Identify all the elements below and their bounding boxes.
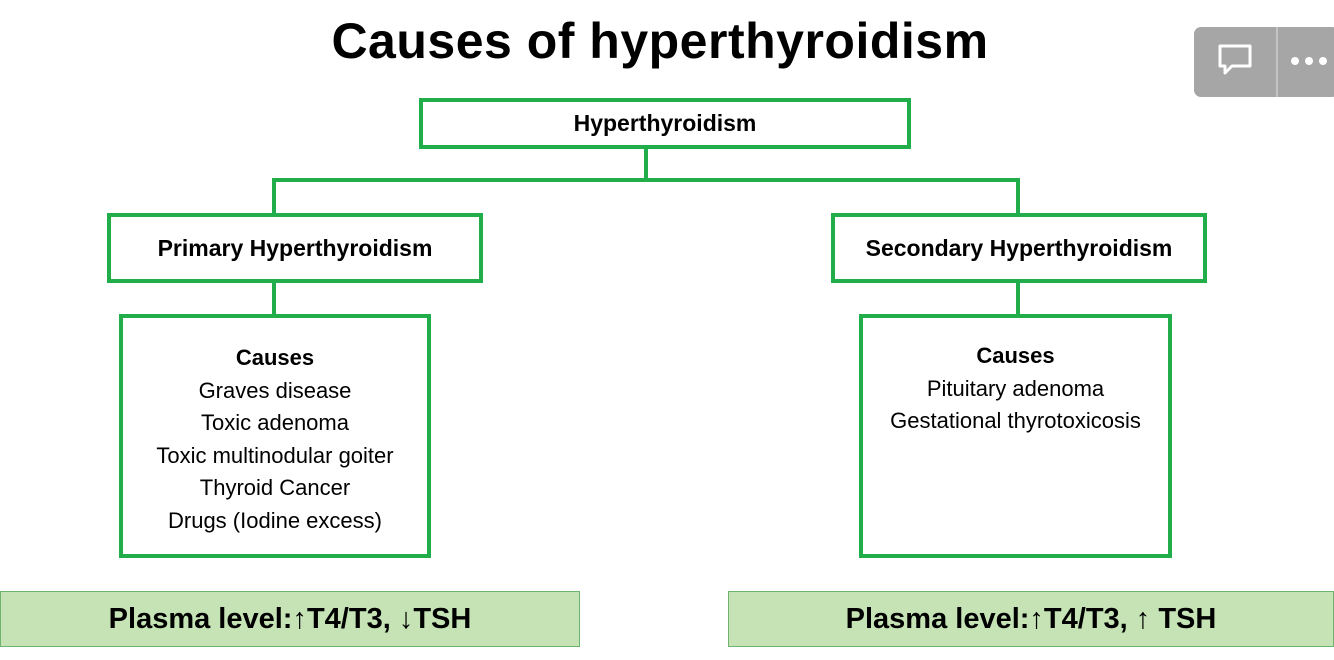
page-title: Causes of hyperthyroidism xyxy=(331,13,989,69)
secondary-node: Secondary Hyperthyroidism xyxy=(831,213,1207,283)
secondary-cause-item: Gestational thyrotoxicosis xyxy=(890,408,1141,433)
secondary-causes-heading: Causes xyxy=(976,343,1055,368)
slide-toolbar xyxy=(1194,27,1334,97)
connector-secondary-causes xyxy=(1016,280,1020,316)
root-node-label: Hyperthyroidism xyxy=(573,110,757,136)
connector-primary-causes xyxy=(272,280,276,316)
connector-to-primary xyxy=(272,178,276,216)
primary-cause-item: Thyroid Cancer xyxy=(199,475,351,500)
primary-cause-item: Graves disease xyxy=(198,377,352,403)
connector-root-down xyxy=(644,146,648,182)
root-node: Hyperthyroidism xyxy=(419,98,911,149)
connector-to-secondary xyxy=(1016,178,1020,216)
primary-causes-heading: Causes xyxy=(235,345,315,370)
secondary-cause-item: Pituitary adenoma xyxy=(926,375,1105,401)
primary-plasma-label: Plasma level:↑T4/T3, ↓TSH xyxy=(108,602,472,635)
more-options-icon xyxy=(1290,53,1334,71)
comment-icon xyxy=(1216,42,1254,83)
primary-cause-item: Toxic multinodular goiter xyxy=(156,442,394,468)
secondary-plasma-label: Plasma level:↑T4/T3, ↑ TSH xyxy=(845,602,1217,635)
primary-node: Primary Hyperthyroidism xyxy=(107,213,483,283)
secondary-causes-box: Causes Pituitary adenoma Gestational thy… xyxy=(859,314,1172,558)
primary-node-label: Primary Hyperthyroidism xyxy=(157,234,433,261)
secondary-node-label: Secondary Hyperthyroidism xyxy=(865,234,1173,261)
primary-cause-item: Toxic adenoma xyxy=(201,410,349,435)
primary-cause-item: Drugs (Iodine excess) xyxy=(168,507,382,533)
secondary-plasma-level: Plasma level:↑T4/T3, ↑ TSH xyxy=(728,591,1334,647)
primary-plasma-level: Plasma level:↑T4/T3, ↓TSH xyxy=(0,591,580,647)
toolbar-divider xyxy=(1276,27,1278,97)
comment-button[interactable] xyxy=(1194,27,1276,97)
more-options-button[interactable] xyxy=(1278,27,1334,97)
primary-causes-box: Causes Graves disease Toxic adenoma Toxi… xyxy=(119,314,431,558)
connector-horizontal xyxy=(272,178,1020,182)
